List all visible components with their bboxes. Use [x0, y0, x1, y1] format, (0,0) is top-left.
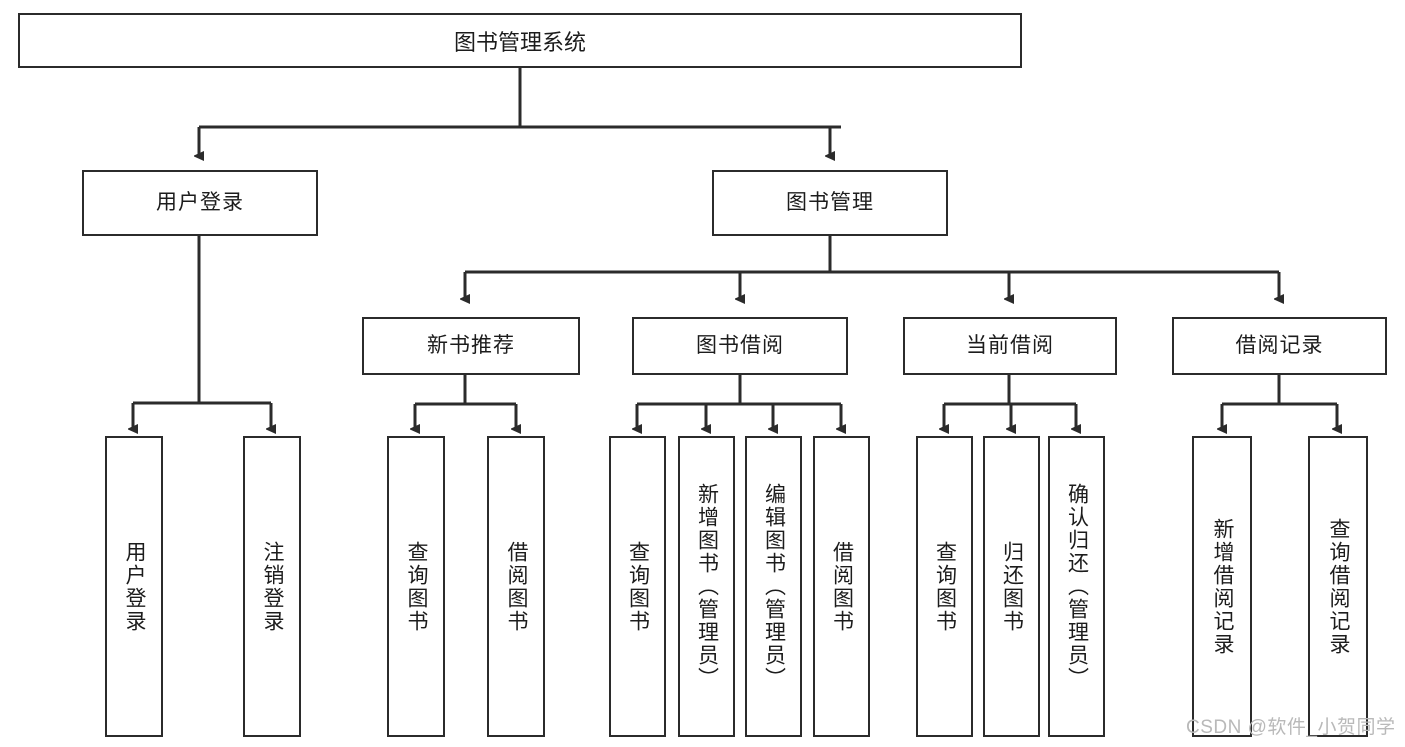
- node-label: 查询图书: [933, 540, 957, 633]
- node-label: 注销登录: [261, 540, 285, 633]
- node-leaf-query-book-current[interactable]: 查询图书: [916, 436, 973, 737]
- node-label: 用户登录: [156, 191, 244, 215]
- node-leaf-add-book[interactable]: 新增图书（管理员）: [678, 436, 735, 737]
- node-label: 借阅图书: [505, 540, 529, 633]
- node-label: 查询图书: [626, 540, 650, 633]
- node-current-borrow[interactable]: 当前借阅: [903, 317, 1117, 375]
- node-leaf-query-book-recommend[interactable]: 查询图书: [387, 436, 445, 737]
- node-root-system[interactable]: 图书管理系统: [18, 13, 1022, 68]
- watermark-text: CSDN @软件_小贺同学: [1186, 717, 1396, 738]
- node-label: 图书管理: [786, 191, 874, 215]
- node-user-login[interactable]: 用户登录: [82, 170, 318, 236]
- node-label: 编辑图书（管理员）: [762, 483, 786, 690]
- node-borrow-record[interactable]: 借阅记录: [1172, 317, 1387, 375]
- node-label: 查询图书: [405, 540, 429, 633]
- node-label: 图书借阅: [696, 334, 784, 358]
- node-leaf-borrow-book[interactable]: 借阅图书: [813, 436, 870, 737]
- node-label: 新书推荐: [427, 334, 515, 358]
- node-book-borrow[interactable]: 图书借阅: [632, 317, 848, 375]
- node-leaf-edit-book[interactable]: 编辑图书（管理员）: [745, 436, 802, 737]
- node-leaf-return-book[interactable]: 归还图书: [983, 436, 1040, 737]
- node-label: 借阅记录: [1235, 334, 1324, 358]
- node-leaf-add-borrow-record[interactable]: 新增借阅记录: [1192, 436, 1252, 737]
- node-label: 当前借阅: [966, 334, 1054, 358]
- node-leaf-confirm-return[interactable]: 确认归还（管理员）: [1048, 436, 1105, 737]
- node-leaf-user-login[interactable]: 用户登录: [105, 436, 163, 737]
- node-leaf-query-borrow-record[interactable]: 查询借阅记录: [1308, 436, 1368, 737]
- node-book-management[interactable]: 图书管理: [712, 170, 948, 236]
- node-leaf-query-book-borrow[interactable]: 查询图书: [609, 436, 666, 737]
- node-label: 新增图书（管理员）: [695, 483, 719, 690]
- node-leaf-borrow-book-recommend[interactable]: 借阅图书: [487, 436, 545, 737]
- node-label: 新增借阅记录: [1211, 517, 1235, 656]
- node-label: 查询借阅记录: [1327, 517, 1351, 656]
- node-label: 借阅图书: [830, 540, 854, 633]
- node-leaf-logout-login[interactable]: 注销登录: [243, 436, 301, 737]
- node-label: 用户登录: [123, 540, 147, 633]
- node-label: 确认归还（管理员）: [1065, 483, 1089, 690]
- node-new-book-recommend[interactable]: 新书推荐: [362, 317, 580, 375]
- node-label: 归还图书: [1000, 540, 1024, 633]
- node-label: 图书管理系统: [453, 29, 586, 55]
